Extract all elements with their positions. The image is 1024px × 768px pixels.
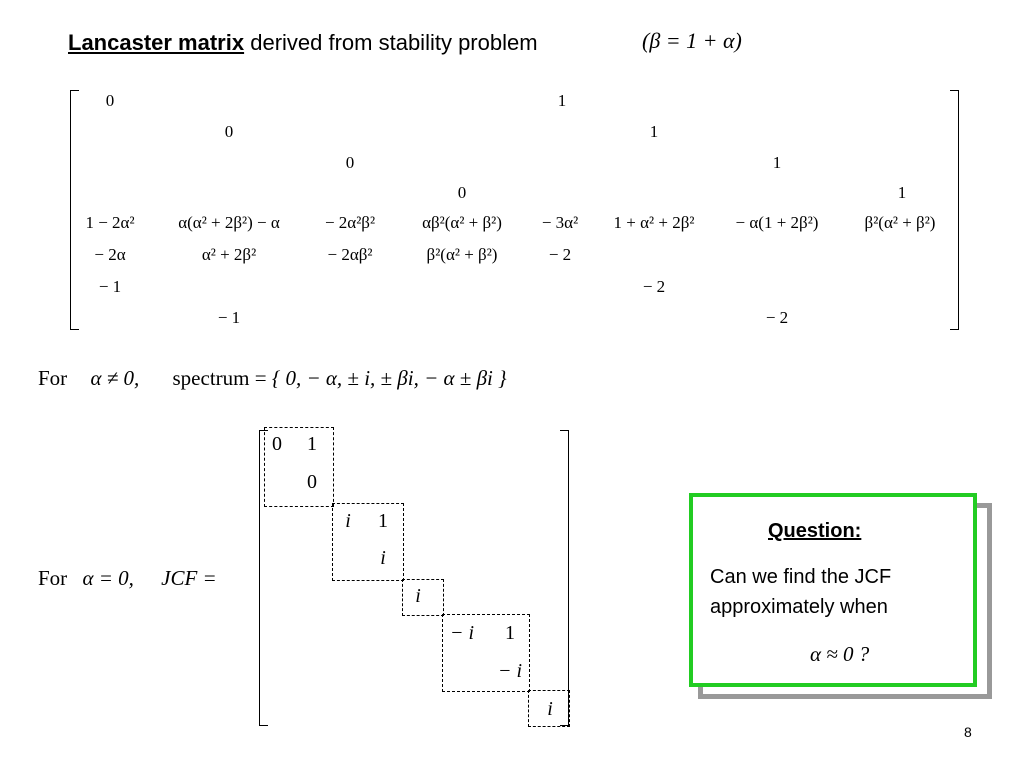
spectrum-value: { 0, − α, ± i, ± βi, − α ± βi }	[271, 366, 507, 390]
matrix-cell: − 2αβ²	[327, 245, 373, 264]
matrix-cell: − 2α	[94, 245, 126, 264]
matrix-cell: − 3α²	[541, 213, 579, 232]
spectrum-label: spectrum =	[172, 366, 267, 390]
jcf-entry: − i	[497, 660, 523, 682]
jcf-entry: 1	[307, 433, 317, 455]
jordan-block	[442, 614, 530, 692]
question-box	[689, 493, 977, 687]
spectrum-line: For α ≠ 0, spectrum = { 0, − α, ± i, ± β…	[38, 366, 507, 391]
matrix-cell: α² + 2β²	[201, 245, 257, 264]
jcf-condition: α = 0,	[82, 566, 134, 590]
matrix-cell: 0	[105, 91, 115, 110]
question-heading: Question:	[768, 520, 862, 542]
matrix-cell: 1	[649, 122, 659, 141]
jcf-entry: 1	[505, 622, 515, 644]
matrix-cell: − α(1 + 2β²)	[735, 213, 819, 232]
title-rest: derived from stability problem	[250, 30, 538, 55]
jcf-left-bracket	[259, 430, 268, 726]
spectrum-for: For	[38, 366, 68, 390]
jcf-entry: i	[345, 510, 351, 532]
jcf-entry: i	[547, 698, 553, 720]
matrix-cell: 1 + α² + 2β²	[613, 213, 695, 232]
jordan-block	[402, 579, 444, 616]
matrix-cell: − 2	[642, 277, 666, 296]
jcf-entry: i	[415, 585, 421, 607]
matrix-right-bracket	[950, 90, 959, 330]
matrix-cell: − 2	[765, 308, 789, 327]
jordan-block	[332, 503, 404, 581]
jcf-for: For	[38, 566, 68, 590]
jcf-entry: 0	[272, 433, 282, 455]
matrix-cell: 0	[457, 183, 467, 202]
jcf-entry: 1	[378, 510, 388, 532]
matrix-cell: 1	[772, 153, 782, 172]
matrix-cell: − 1	[217, 308, 241, 327]
matrix-cell: β²(α² + β²)	[426, 245, 498, 264]
matrix-cell: 1 − 2α²	[85, 213, 135, 232]
jcf-line: For α = 0, JCF =	[38, 566, 217, 591]
matrix-cell: − 1	[98, 277, 122, 296]
matrix-cell: β²(α² + β²)	[864, 213, 936, 232]
matrix-left-bracket	[70, 90, 79, 330]
jordan-block	[264, 427, 334, 507]
jcf-right-bracket	[560, 430, 569, 726]
jcf-label: JCF =	[161, 566, 217, 590]
page-number: 8	[964, 724, 972, 740]
matrix-cell: α(α² + 2β²) − α	[178, 213, 280, 232]
matrix-cell: 0	[224, 122, 234, 141]
matrix-cell: − 2	[548, 245, 572, 264]
beta-relation: (β = 1 + α)	[642, 28, 742, 53]
matrix-cell: 1	[897, 183, 907, 202]
matrix-cell: − 2α²β²	[324, 213, 376, 232]
jcf-entry: i	[380, 547, 386, 569]
matrix-cell: 1	[557, 91, 567, 110]
jordan-block	[528, 690, 570, 727]
slide-title: Lancaster matrix derived from stability …	[68, 30, 538, 56]
spectrum-condition: α ≠ 0,	[90, 366, 140, 390]
jcf-entry: 0	[307, 471, 317, 493]
title-bold: Lancaster matrix	[68, 30, 245, 55]
question-formula: α ≈ 0 ?	[810, 642, 870, 666]
matrix-cell: αβ²(α² + β²)	[422, 213, 502, 232]
question-body: Can we find the JCF approximately when	[710, 566, 892, 618]
matrix-cell: 0	[345, 153, 355, 172]
jcf-entry: − i	[449, 622, 475, 644]
